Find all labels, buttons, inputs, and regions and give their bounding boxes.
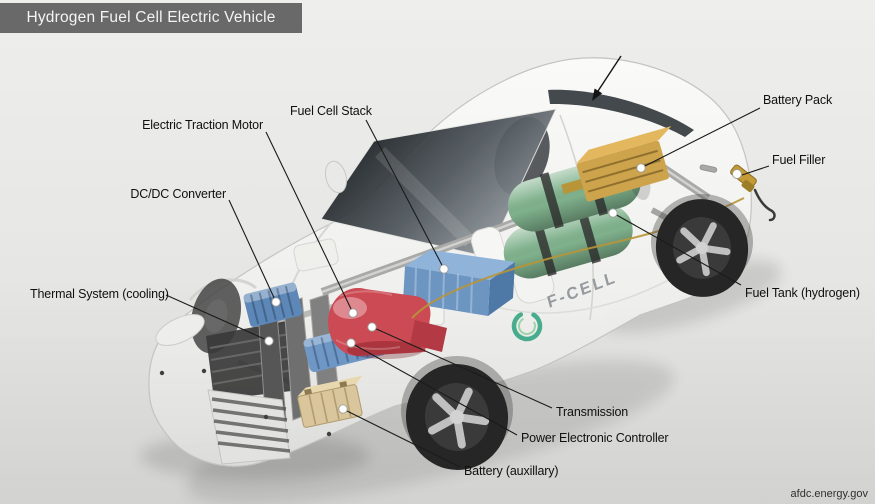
battery-pack [561,126,672,202]
rear-window [548,89,694,137]
fuel-hose [753,188,776,222]
top-pointer-arrow [592,55,622,101]
dot-transmission [367,322,377,332]
leader-dc-dc-converter [228,199,277,303]
rear-wheel [655,199,749,297]
label-dc-dc-converter: DC/DC Converter [130,187,226,201]
front-grille [207,389,291,465]
leader-fuel-tank [612,212,742,286]
page-title: Hydrogen Fuel Cell Electric Vehicle [26,9,276,26]
door-handle [699,164,718,173]
dot-thermal-system [264,336,274,346]
leader-electric-traction-motor [265,131,354,314]
label-fuel-filler: Fuel Filler [772,153,825,167]
dot-fuel-filler [732,169,742,179]
leader-thermal-system [165,294,270,342]
dot-battery-pack [636,163,646,173]
side-mirror [324,160,348,194]
leader-battery-auxiliary [342,408,461,468]
label-fuel-tank-hydrogen: Fuel Tank (hydrogen) [745,286,860,300]
leader-power-electronic-controller [350,342,518,436]
dot-fuel-cell-stack [439,264,449,274]
title-bar: Hydrogen Fuel Cell Electric Vehicle [0,3,302,33]
leader-fuel-cell-stack [365,119,445,270]
label-fuel-cell-stack: Fuel Cell Stack [290,104,373,118]
dot-battery-auxiliary [338,404,348,414]
dot-fuel-tank [608,208,618,218]
leader-battery-pack [640,107,761,169]
bumper-sensors [159,368,332,437]
dot-dc-dc-converter [271,297,281,307]
source-credit: afdc.energy.gov [790,488,868,500]
label-power-electronic-controller: Power Electronic Controller [521,431,668,445]
label-thermal-system-cooling: Thermal System (cooling) [30,287,169,301]
label-electric-traction-motor: Electric Traction Motor [142,118,263,132]
leader-dots [264,163,742,414]
dot-power-electronic-controller [346,338,356,348]
leader-transmission [371,326,553,409]
label-battery-pack: Battery Pack [763,93,833,107]
electric-traction-motor [328,288,447,359]
headlight [155,314,205,346]
front-wheel [405,364,509,470]
dot-electric-traction-motor [348,308,358,318]
label-battery-auxiliary: Battery (auxillary) [464,464,558,478]
battery-auxiliary [297,375,363,428]
leader-lines [165,107,770,468]
label-transmission: Transmission [556,405,628,419]
leader-fuel-filler [741,165,770,176]
